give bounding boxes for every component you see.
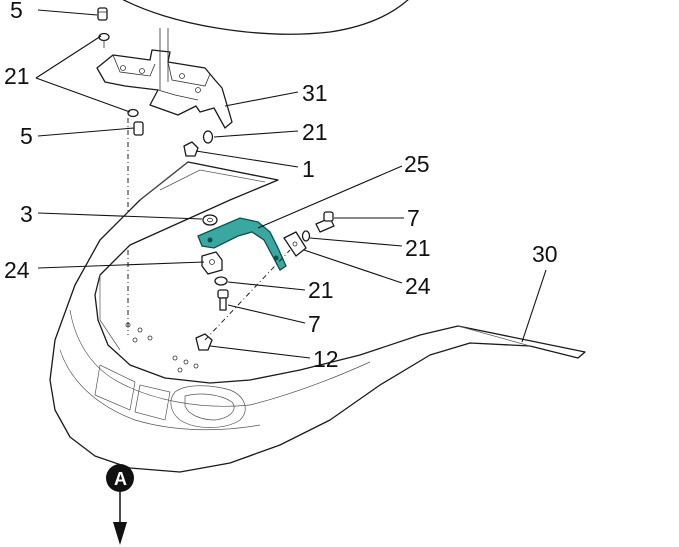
nut-1: [183, 141, 199, 157]
washer-21-lower: [127, 108, 139, 118]
callout-5-lower: 5: [20, 123, 33, 149]
callout-21-clip: 21: [405, 235, 431, 261]
washer-21-top: [98, 32, 110, 42]
clip-24-right: [283, 231, 307, 257]
bolt-7-lower: [217, 289, 229, 311]
callout-3: 3: [20, 201, 33, 227]
washer-21-middle: [214, 276, 228, 286]
callout-25: 25: [404, 151, 430, 177]
callout-24-right: 24: [405, 273, 431, 299]
callout-1: 1: [302, 156, 315, 182]
bolt-7-upper: [315, 211, 335, 233]
nut-12: [195, 333, 213, 351]
callout-5-top: 5: [10, 0, 23, 23]
callout-7-lower: 7: [308, 311, 321, 337]
callout-21-top: 21: [4, 63, 30, 89]
upper-panel-edge: [122, 0, 409, 35]
bracket-25-highlighted: [197, 217, 287, 271]
leader-lines: [35, 9, 547, 359]
screw-5-lower: [133, 121, 144, 136]
view-marker-a: A: [106, 464, 134, 545]
callout-24-left: 24: [4, 257, 30, 283]
washer-21-right-clip: [301, 230, 311, 242]
callout-7-upper: 7: [407, 205, 420, 231]
axis-line-right: [204, 249, 291, 341]
callout-12: 12: [313, 346, 339, 372]
washer-3: [202, 214, 218, 226]
callout-31: 31: [302, 80, 328, 106]
bracket-31: [96, 28, 233, 129]
callout-21-right: 21: [302, 119, 328, 145]
washer-21-right: [202, 130, 214, 144]
callout-21-middle: 21: [308, 277, 334, 303]
clip-24-left: [201, 251, 223, 275]
fairing-30: [49, 161, 586, 473]
callout-30: 30: [532, 241, 558, 267]
screw-5-top: [97, 7, 108, 21]
svg-text:A: A: [114, 469, 127, 489]
